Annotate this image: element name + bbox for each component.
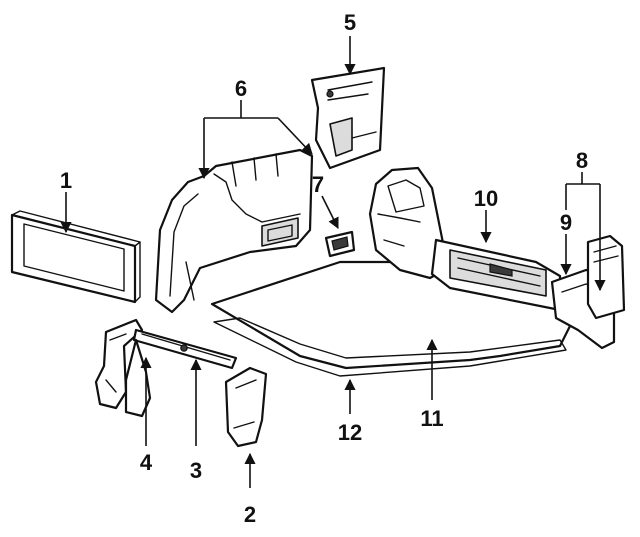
callout-8: 8 xyxy=(576,148,588,173)
part-3-sill-plate xyxy=(124,328,238,418)
part-5-upper-quarter-trim xyxy=(310,66,386,170)
callout-5: 5 xyxy=(344,10,356,35)
callout-9: 9 xyxy=(560,210,572,235)
part-4-lower-trim-panel xyxy=(94,318,144,410)
part-2-lower-corner-trim xyxy=(224,366,268,448)
leader-lines xyxy=(60,36,606,488)
part-6-left-quarter-trim xyxy=(154,148,314,314)
callout-6: 6 xyxy=(235,76,247,101)
callout-11: 11 xyxy=(420,406,443,431)
part-12-floor-mat-underlay xyxy=(213,317,567,377)
callout-1: 1 xyxy=(60,168,72,193)
callout-4: 4 xyxy=(140,450,153,475)
callout-labels: 1 2 3 4 5 6 7 8 9 10 11 12 xyxy=(60,10,588,527)
callout-2: 2 xyxy=(244,502,256,527)
part-1-rear-panel-trim xyxy=(10,210,141,304)
callout-10: 10 xyxy=(474,186,498,211)
callout-12: 12 xyxy=(338,420,362,445)
part-8-corner-panel xyxy=(586,234,626,320)
callout-7: 7 xyxy=(312,172,324,197)
callout-3: 3 xyxy=(190,458,202,483)
part-7-bracket xyxy=(324,230,356,258)
